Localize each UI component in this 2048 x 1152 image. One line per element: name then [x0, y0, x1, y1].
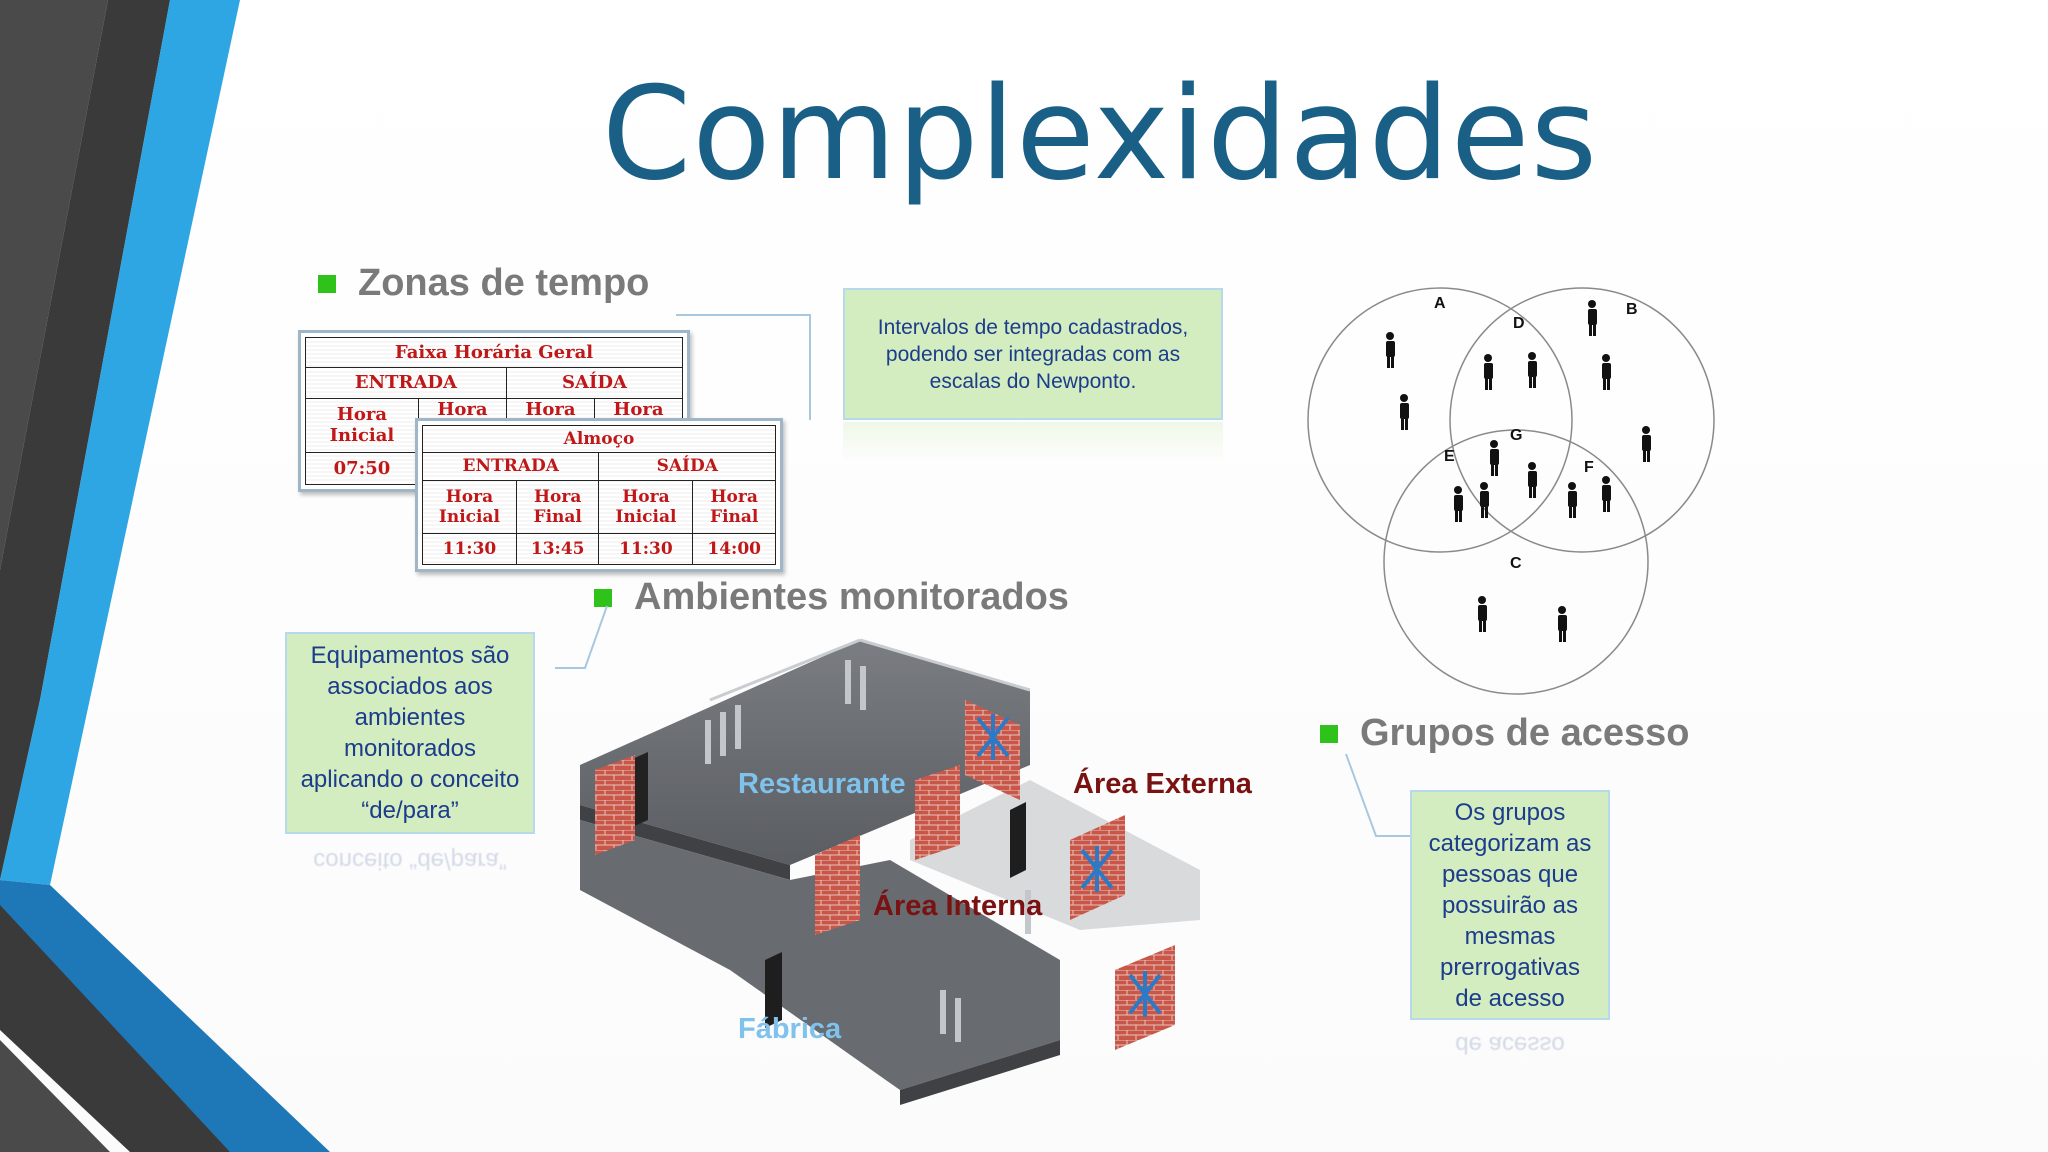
zonas-connector [676, 314, 811, 420]
grupos-note-reflection: de acesso [1455, 1031, 1565, 1058]
venn-label-c: C [1510, 555, 1522, 572]
zone-label-fabrica: Fábrica [738, 1013, 842, 1045]
ambientes-connector [555, 605, 608, 669]
venn-label-b: B [1626, 301, 1638, 318]
ambientes-heading: Ambientes monitorados [594, 576, 1069, 619]
venn-label-a: A [1434, 295, 1446, 312]
ambientes-note-reflection: conceito “de/para” [313, 847, 507, 874]
table-cell: 14:00 [692, 533, 776, 565]
table-cell: 11:30 [422, 533, 517, 565]
group-header: SAÍDA [505, 367, 684, 399]
table-cell: 07:50 [305, 451, 419, 486]
grupos-note: Os grupos categorizam as pessoas que pos… [1410, 790, 1610, 1020]
venn-diagram: A B C D E F G [1307, 287, 1715, 695]
ambientes-heading-text: Ambientes monitorados [634, 576, 1069, 618]
table-cell: 11:30 [598, 533, 694, 565]
grupos-heading-text: Grupos de acesso [1360, 712, 1690, 754]
venn-label-d: D [1513, 315, 1525, 332]
table-title: Faixa Horária Geral [305, 336, 683, 369]
environment-illustration: Restaurante Área Externa Área Interna Fá… [580, 638, 1253, 1105]
venn-label-f: F [1584, 459, 1594, 476]
bullet-icon [594, 588, 612, 607]
zone-label-restaurante: Restaurante [738, 768, 906, 800]
ambientes-note: Equipamentos são associados aos ambiente… [285, 632, 535, 834]
slide-title: Complexidades [601, 60, 1599, 209]
grupos-heading: Grupos de acesso [1320, 712, 1689, 755]
bullet-icon [1320, 724, 1338, 743]
bullet-icon [318, 274, 336, 293]
zonas-note: Intervalos de tempo cadastrados, podendo… [843, 288, 1223, 420]
group-header: SAÍDA [598, 451, 776, 482]
venn-label-g: G [1510, 427, 1522, 444]
group-header: ENTRADA [421, 451, 600, 482]
grupos-connector [1345, 753, 1410, 837]
zonas-note-reflection [843, 422, 1223, 462]
zonas-heading: Zonas de tempo [318, 262, 649, 305]
zone-label-externa: Área Externa [1073, 766, 1253, 800]
zone-label-interna: Área Interna [873, 888, 1043, 922]
table-cell: 13:45 [515, 533, 600, 565]
venn-label-e: E [1444, 448, 1455, 465]
table-title: Almoço [422, 425, 776, 453]
person-silhouettes [1386, 300, 1651, 642]
group-header: ENTRADA [305, 367, 507, 399]
zonas-heading-text: Zonas de tempo [358, 262, 650, 304]
